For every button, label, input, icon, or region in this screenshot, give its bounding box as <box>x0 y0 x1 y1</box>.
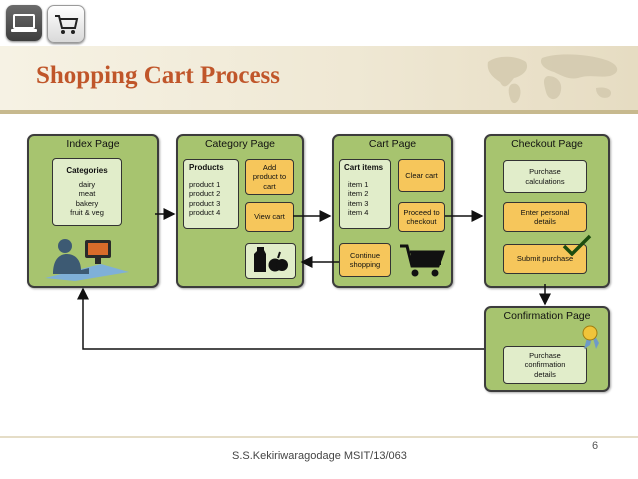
category-item[interactable]: meat <box>78 189 96 199</box>
category-page-panel: Category Page Products product 1 product… <box>176 134 304 288</box>
shopping-cart-icon <box>400 244 446 277</box>
index-page-title: Index Page <box>66 138 120 150</box>
category-item[interactable]: dairy <box>78 179 96 189</box>
categories-heading: Categories <box>66 166 108 176</box>
page-number: 6 <box>592 440 599 452</box>
checkout-page-title: Checkout Page <box>511 138 583 150</box>
product-item[interactable]: product 1 <box>189 179 221 189</box>
cart-item[interactable]: item 1 <box>348 179 369 189</box>
user-at-computer-icon <box>45 239 129 281</box>
clear-cart-button[interactable]: Clear cart <box>398 159 445 192</box>
cart-item[interactable]: item 4 <box>348 208 369 217</box>
confirmation-page-title: Confirmation Page <box>503 310 591 322</box>
slide-footer: S.S.Kekiriwaragodage MSIT/13/063 <box>232 450 407 462</box>
checkmark-icon <box>562 234 592 256</box>
confirmation-details-box: Purchase confirmation details <box>503 346 587 384</box>
index-page-panel: Index Page Categories dairy meat bakery … <box>27 134 159 288</box>
groceries-icon <box>245 243 296 279</box>
product-item[interactable]: product 2 <box>189 189 221 198</box>
products-box: Products product 1 product 2 product 3 p… <box>183 159 239 229</box>
cart-items-heading: Cart items <box>344 163 384 172</box>
product-item[interactable]: product 3 <box>189 198 221 208</box>
cart-page-panel: Cart Page Cart items item 1 item 2 item … <box>332 134 453 288</box>
continue-shopping-button[interactable]: Continue shopping <box>339 243 391 277</box>
slide-title: Shopping Cart Process <box>36 62 281 89</box>
confirmation-page-panel: Confirmation Page Purchase confirmation … <box>484 306 610 392</box>
title-banner <box>0 46 638 110</box>
laptop-icon[interactable] <box>6 5 42 41</box>
footer-divider <box>0 436 638 438</box>
checkout-page-panel: Checkout Page Purchase calculations Ente… <box>484 134 610 288</box>
category-item[interactable]: fruit & veg <box>70 208 104 218</box>
add-to-cart-button[interactable]: Add product to cart <box>245 159 294 195</box>
award-ribbon-icon <box>582 325 599 349</box>
banner-divider <box>0 110 638 114</box>
products-heading: Products <box>189 163 224 172</box>
product-item[interactable]: product 4 <box>189 208 221 217</box>
submit-purchase-button[interactable]: Submit purchase <box>503 244 587 274</box>
view-cart-button[interactable]: View cart <box>245 202 294 232</box>
world-map-icon <box>487 54 618 104</box>
top-bar <box>0 0 638 46</box>
arrow-confirmation-to-index <box>77 287 484 350</box>
category-item[interactable]: bakery <box>75 198 99 208</box>
proceed-to-checkout-button[interactable]: Proceed to checkout <box>398 202 445 232</box>
shopping-cart-icon[interactable] <box>47 5 85 43</box>
category-page-title: Category Page <box>204 138 276 150</box>
cart-item[interactable]: item 2 <box>348 189 369 198</box>
enter-personal-details-button[interactable]: Enter personal details <box>503 202 587 232</box>
categories-box: Categories dairy meat bakery fruit & veg <box>52 158 122 226</box>
cart-item[interactable]: item 3 <box>348 198 369 208</box>
purchase-calculations-box: Purchase calculations <box>503 160 587 193</box>
cart-page-title: Cart Page <box>368 138 417 150</box>
cart-items-box: Cart items item 1 item 2 item 3 item 4 <box>339 159 391 229</box>
